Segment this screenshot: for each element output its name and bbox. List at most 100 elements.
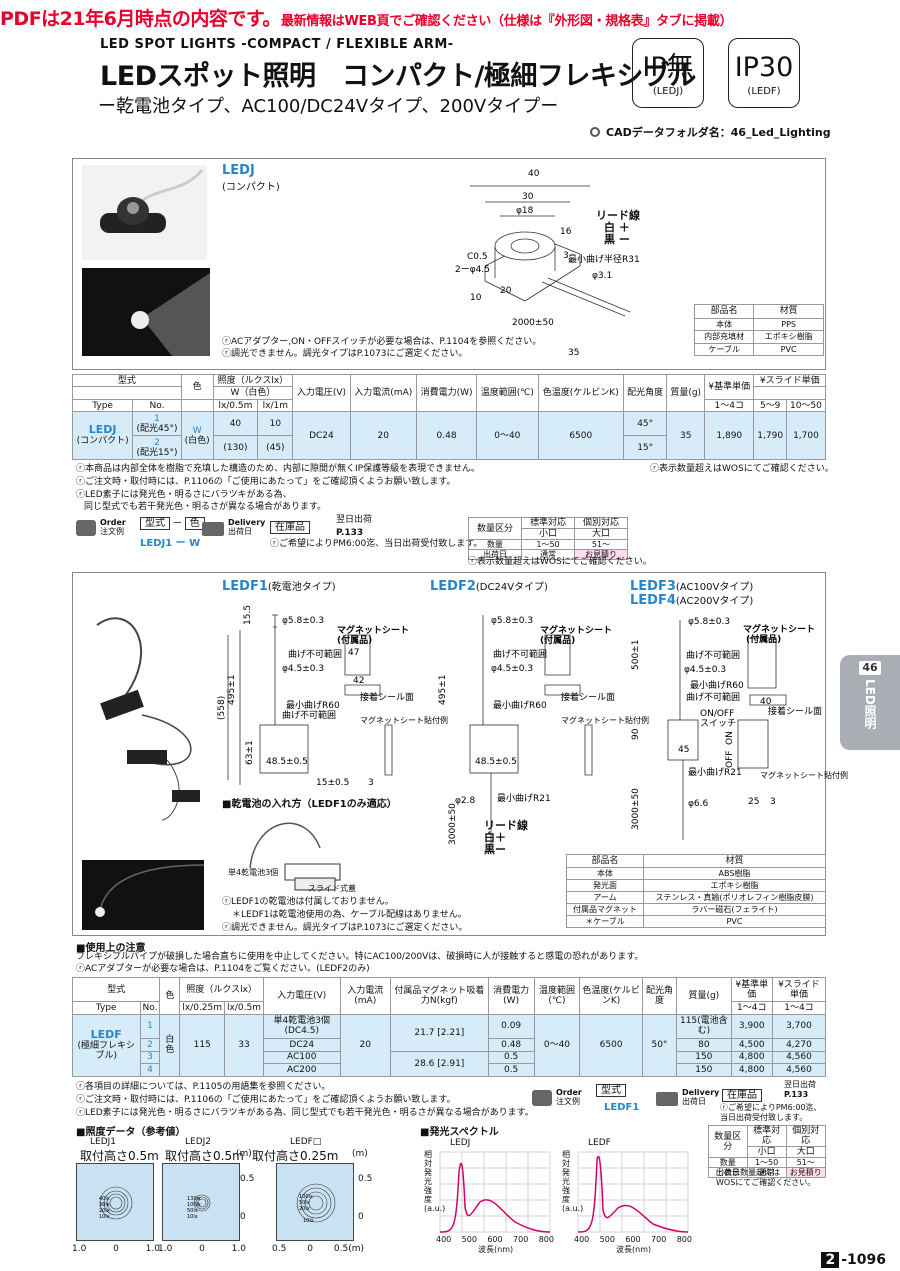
- ledf-lead-wire: リード線白＋黒ー: [484, 819, 528, 856]
- svg-text:10: 10: [470, 293, 482, 303]
- delivery-truck-icon: [202, 522, 224, 536]
- svg-text:90: 90: [631, 728, 641, 740]
- page-subtitle: ー乾電池タイプ、AC100/DC24Vタイプ、200Vタイプー: [98, 96, 559, 117]
- svg-text:φ5.8±0.3: φ5.8±0.3: [688, 617, 730, 627]
- ledj-order-header: 型式 ー 色: [140, 517, 205, 531]
- ledj-stock-badge: 在庫品: [270, 518, 310, 534]
- battery-label-cells: 単4乾電池3個: [228, 868, 279, 877]
- ledf-delivery-note: ⓡご希望によりPM6:00迄、当日出荷受付致します。: [720, 1103, 822, 1122]
- ledf-light-arm: [95, 864, 205, 917]
- svg-text:スイッチ: スイッチ: [700, 718, 736, 729]
- ledf-foot-2: ⓡご注文時・取付時には、P.1106の「ご使用にあたって」をご確認頂くようお願い…: [76, 1095, 456, 1105]
- svg-text:500±1: 500±1: [631, 640, 641, 670]
- svg-text:30: 30: [522, 192, 534, 202]
- illum-name-3: LEDF□: [290, 1137, 322, 1147]
- svg-text:3: 3: [563, 251, 569, 261]
- ledf-stock-badge: 在庫品: [722, 1086, 762, 1102]
- ledj-dimension-drawing: 40 30 φ18 C0.5 2ーφ4.5 16 10 3 20 最小曲げ半径R…: [455, 169, 640, 358]
- spectrum-xlabel-ledj: 波長(nm): [478, 1245, 514, 1254]
- svg-text:3000±50: 3000±50: [448, 803, 458, 845]
- ledj-note-dimming: ⓡ調光できません。調光タイプはP.1073にご選定ください。: [222, 349, 468, 359]
- svg-text:100lx: 100lx: [187, 1202, 201, 1208]
- svg-text:接着シール面: 接着シール面: [768, 705, 822, 717]
- ip-badge-ledj: IP無(LEDJ): [632, 38, 704, 108]
- svg-text:φ3.1: φ3.1: [592, 271, 612, 281]
- battery-note-1: ⓡLEDF1の乾電池は付属しておりません。: [222, 897, 394, 907]
- svg-text:マグネットシート貼付例: マグネットシート貼付例: [561, 715, 649, 725]
- ledf-foot-3: ⓡLED素子には発光色・明るさにバラツキがある為、同じ型式でも若干発光色・明るさ…: [76, 1108, 534, 1118]
- svg-text:マグネットシート貼付例: マグネットシート貼付例: [760, 770, 848, 780]
- spectrum-xlabel-ledf: 波長(nm): [616, 1245, 652, 1254]
- svg-text:C0.5: C0.5: [467, 252, 488, 262]
- svg-text:15±0.5: 15±0.5: [316, 778, 349, 788]
- svg-text:35: 35: [568, 348, 579, 358]
- svg-text:48.5±0.5: 48.5±0.5: [475, 757, 517, 767]
- svg-text:最小曲げR60: 最小曲げR60: [493, 700, 547, 711]
- battery-heading: ■乾電池の入れ方（LEDF1のみ適応）: [222, 799, 397, 810]
- spectrum-name-ledf: LEDF: [588, 1138, 611, 1148]
- ip-badge-ledf: IP30(LEDF): [728, 38, 800, 108]
- illum-height-1: 取付高さ0.5m: [80, 1149, 159, 1163]
- svg-text:40: 40: [528, 169, 540, 179]
- battery-note-3: ⓡ調光できません。調光タイプはP.1073にご選定ください。: [222, 923, 468, 933]
- ledj-light-beam: [131, 273, 210, 356]
- svg-text:最小曲げR21: 最小曲げR21: [688, 767, 742, 778]
- spectrum-ylabel-ledj: 相対発光強度(a.u.): [424, 1150, 446, 1213]
- ledj-note-adapter: ⓡACアダプター,ON・OFFスイッチが必要な場合は、P.1104を参照ください…: [222, 337, 542, 347]
- svg-text:曲げ不可範囲: 曲げ不可範囲: [686, 649, 740, 661]
- svg-text:φ4.5±0.3: φ4.5±0.3: [684, 665, 726, 675]
- ledj-lead-wire: リード線白 ＋黒 ー: [596, 209, 640, 246]
- svg-text:曲げ不可範囲: 曲げ不可範囲: [282, 709, 336, 721]
- ledj-foot-1: ⓡ本商品は内部全体を樹脂で充填した構造のため、内部に隙間が無くIP保護等級を表現…: [76, 464, 480, 474]
- svg-text:50lx: 50lx: [187, 1208, 198, 1214]
- page-title: LEDスポット照明 コンパクト/極細フレキシブル: [100, 61, 696, 92]
- spectrum-line-ledj: [439, 1162, 551, 1233]
- battery-label-cover: スライド式蓋: [308, 884, 356, 893]
- svg-text:ON: ON: [725, 731, 735, 745]
- ledf-order-header: 型式: [596, 1084, 626, 1098]
- svg-text:(付属品): (付属品): [540, 634, 575, 646]
- svg-text:16: 16: [560, 227, 572, 237]
- ledf3-label: LEDF3(AC100Vタイプ): [630, 579, 754, 594]
- svg-text:φ18: φ18: [516, 206, 534, 216]
- battery-illustration: [249, 822, 341, 891]
- ledj-foot-2: ⓡご注文時・取付時には、P.1106の「ご使用にあたって」をご確認頂くようお願い…: [76, 477, 456, 487]
- order-icon: [532, 1090, 552, 1106]
- ledf-order-example: LEDF1: [604, 1102, 640, 1113]
- ledj-foot-right: ⓡ表示数量超えはWOSにてご確認ください。: [650, 464, 834, 474]
- illum-height-2: 取付高さ0.5m: [165, 1149, 244, 1163]
- ledf-light-photo: [82, 860, 205, 930]
- ledj-foot-3: ⓡLED素子には発光色・明るさにバラツキがある為、: [76, 490, 292, 500]
- svg-text:45: 45: [678, 745, 689, 755]
- illum-name-1: LEDJ1: [90, 1137, 117, 1147]
- svg-text:ON/OFF: ON/OFF: [700, 709, 734, 719]
- svg-text:マグネットシート: マグネットシート: [540, 624, 612, 636]
- svg-text:最小曲げR60: 最小曲げR60: [286, 700, 340, 711]
- svg-text:20lx: 20lx: [99, 1208, 110, 1214]
- spectrum-plot-ledf: [577, 1151, 689, 1233]
- svg-text:最小曲げR21: 最小曲げR21: [497, 793, 551, 804]
- svg-text:47: 47: [348, 648, 359, 658]
- svg-text:曲げ不可範囲: 曲げ不可範囲: [686, 691, 740, 703]
- pdf-notice: PDFは21年6月時点の内容です。最新情報はWEB頁でご確認ください（仕様は『外…: [0, 8, 733, 30]
- svg-text:40lx: 40lx: [99, 1196, 110, 1202]
- svg-text:100lx: 100lx: [299, 1194, 313, 1200]
- svg-text:42: 42: [353, 676, 364, 686]
- svg-text:φ6.6: φ6.6: [688, 799, 709, 809]
- spectrum-name-ledj: LEDJ: [450, 1138, 471, 1148]
- ledj-panel: [72, 158, 826, 370]
- illum-name-2: LEDJ2: [185, 1137, 212, 1147]
- ledj-foot-4: 同じ型式でも若干発光色・明るさが異なる場合があります。: [84, 502, 327, 512]
- product-category-en: LED SPOT LIGHTS -COMPACT / FLEXIBLE ARM-: [100, 37, 454, 52]
